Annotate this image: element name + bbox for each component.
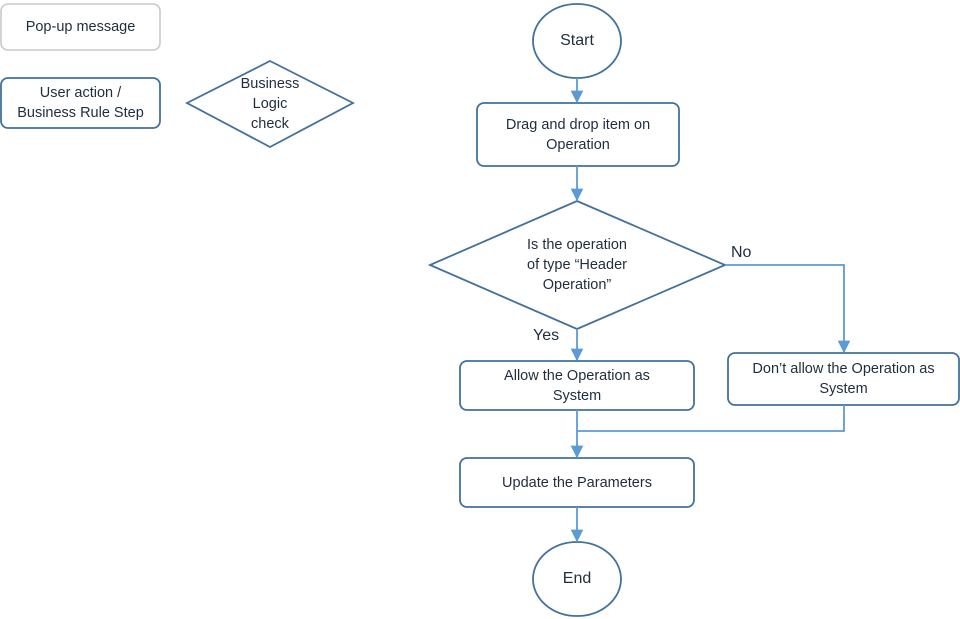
legend-popup-box [0, 3, 161, 51]
legend-business-logic-label: Business Logic check [240, 76, 300, 132]
connector-dont-allow-merge [577, 405, 845, 432]
no-branch-label: No [731, 244, 752, 261]
legend-business-logic-diamond [185, 59, 355, 149]
dont-allow-operation-label: Don’t allow the Operation as System [752, 361, 935, 397]
arrow-decision-no [725, 264, 851, 354]
legend-user-action-label: User action / Business Rule Step [17, 85, 144, 121]
legend-popup-label: Pop-up message [25, 19, 136, 35]
allow-operation-label: Allow the Operation as System [504, 367, 650, 404]
yes-branch-label: Yes [533, 327, 560, 344]
decision-label: Is the operation of type “Header Operati… [527, 237, 627, 293]
drag-drop-label: Drag and drop item on Operation [505, 116, 651, 153]
update-parameters-label: Update the Parameters [502, 474, 652, 491]
end-label: End [562, 570, 592, 587]
start-label: Start [560, 32, 594, 49]
legend-user-action-box [0, 77, 161, 129]
